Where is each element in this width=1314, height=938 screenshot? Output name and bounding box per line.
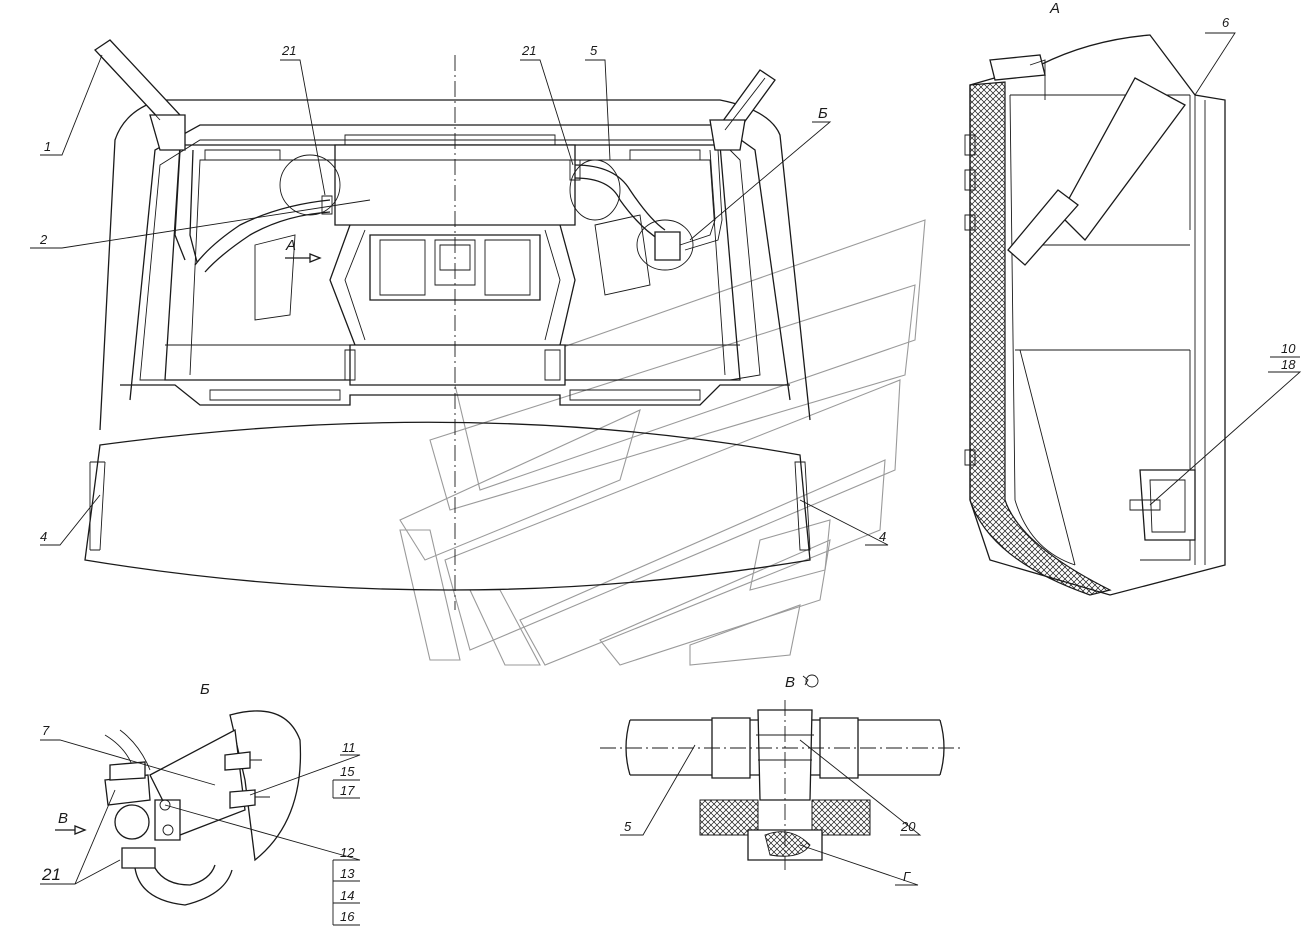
callout-2: 2 (39, 232, 48, 247)
callout-1: 1 (44, 139, 51, 154)
callout-10: 10 (1281, 341, 1296, 356)
callout-20: 20 (900, 819, 916, 834)
callout-21-left: 21 (281, 43, 296, 58)
callout-14: 14 (340, 888, 354, 903)
view-b-title: Б (200, 681, 210, 698)
callout-4-left: 4 (40, 529, 47, 544)
callout-18: 18 (1281, 357, 1296, 372)
rotate-icon (805, 674, 819, 688)
view-a-section: A 6 10 18 (964, 0, 1302, 596)
callout-16: 16 (340, 909, 355, 924)
callout-b-main: Б (818, 105, 828, 122)
view-v-detail: В 5 20 Г (600, 674, 960, 886)
callout-21-view-b: 21 (41, 865, 61, 884)
callout-17: 17 (340, 783, 355, 798)
callout-11: 11 (342, 740, 356, 755)
view-v-title: В (785, 674, 795, 691)
callout-5-main: 5 (590, 43, 598, 58)
callout-5-view-v: 5 (624, 819, 632, 834)
main-view-leaders (30, 54, 889, 546)
main-view-callouts: 1 2 21 21 5 Б 4 4 (39, 43, 886, 544)
view-a-title: A (1049, 0, 1060, 17)
callout-g: Г (903, 869, 911, 884)
callout-7: 7 (42, 723, 50, 738)
watermark-logo (399, 219, 926, 666)
view-b-detail: Б В 7 11 15 17 12 13 14 16 21 (40, 681, 361, 926)
callout-6: 6 (1222, 15, 1230, 30)
view-b-arrow-label: В (58, 810, 68, 827)
callout-15: 15 (340, 764, 355, 779)
callout-4-right: 4 (879, 529, 886, 544)
callout-13: 13 (340, 866, 355, 881)
view-a-arrow-label: A (285, 237, 296, 254)
main-view: A (84, 39, 811, 610)
callout-12: 12 (340, 845, 355, 860)
callout-21-right: 21 (521, 43, 536, 58)
